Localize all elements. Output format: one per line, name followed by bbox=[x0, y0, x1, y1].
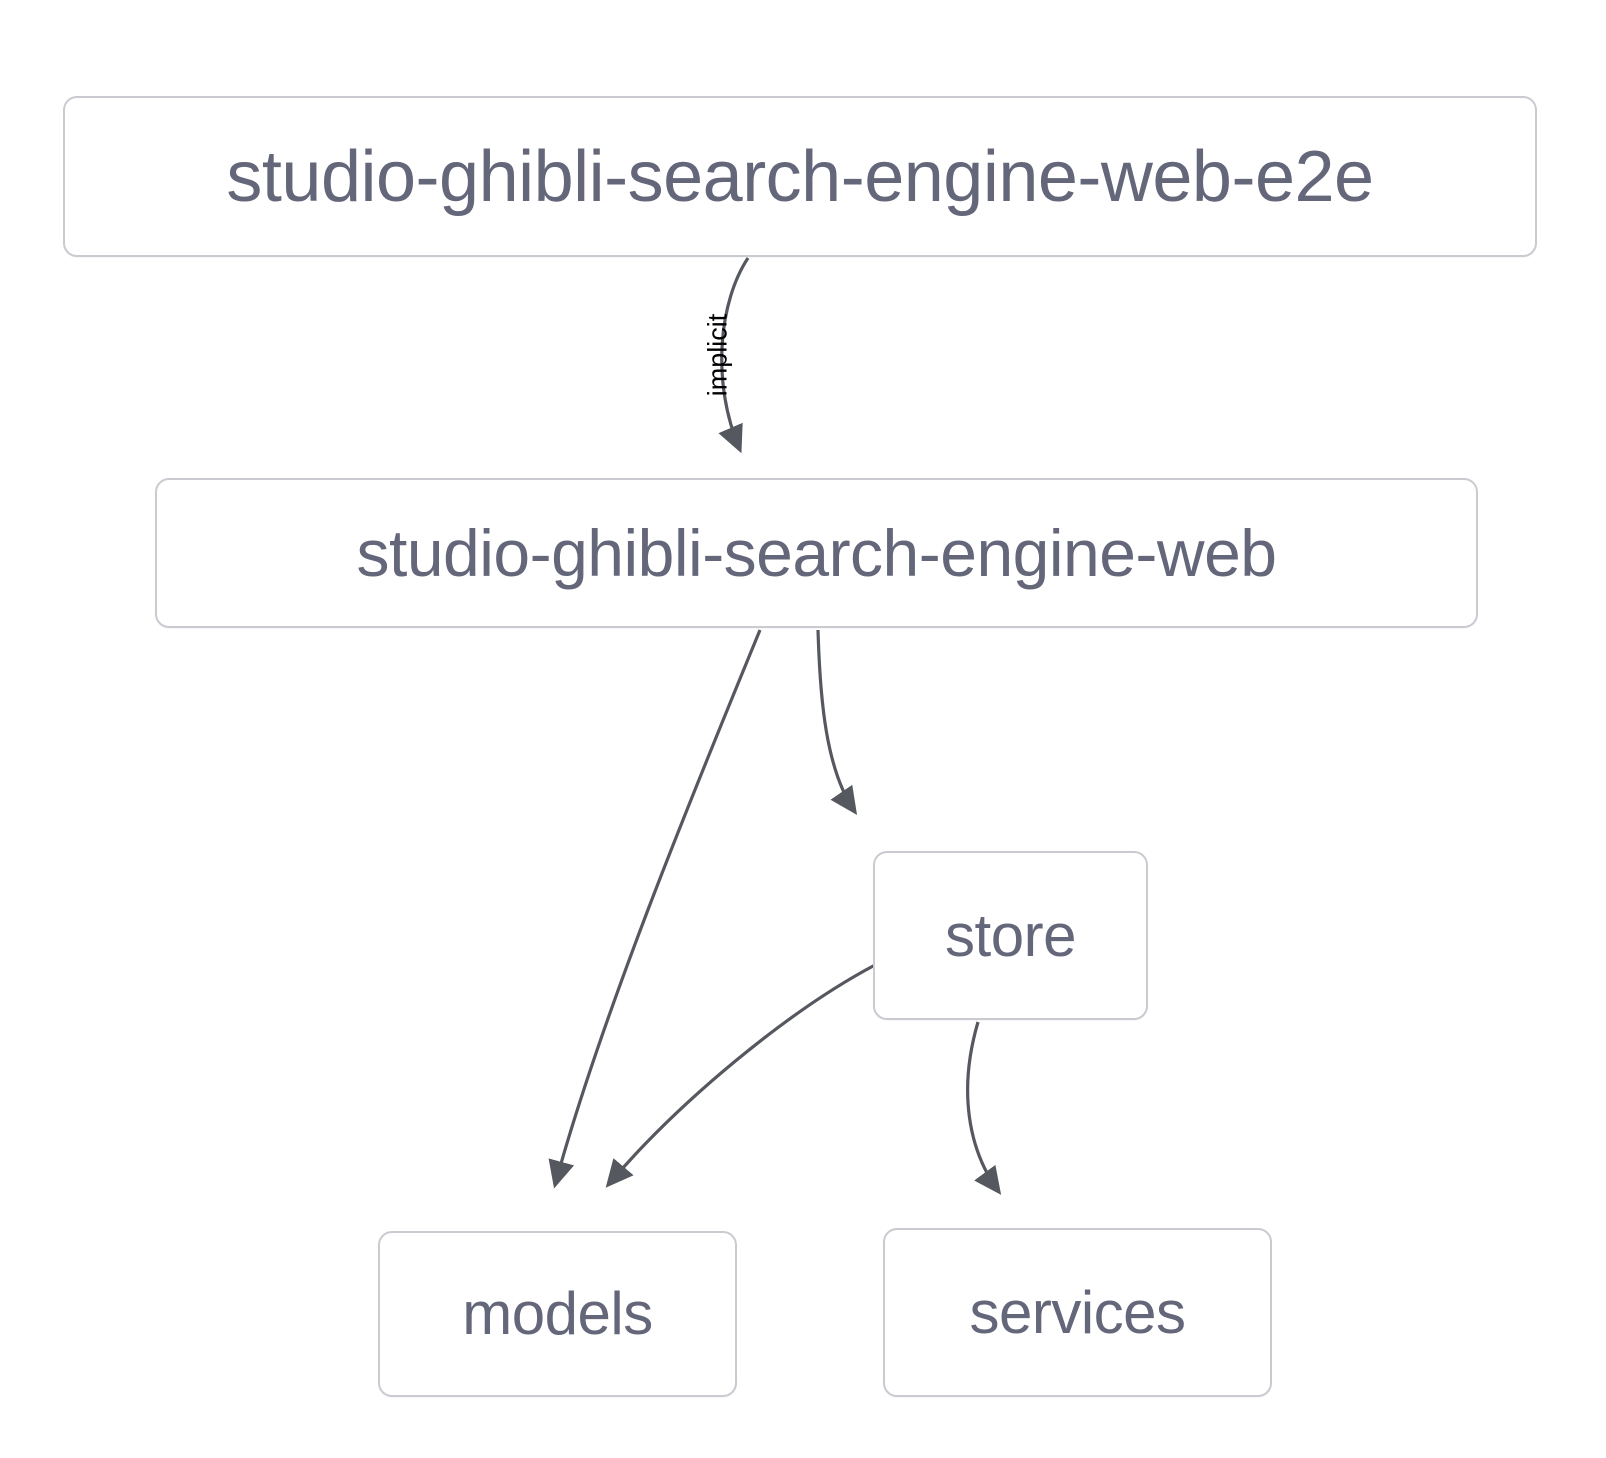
node-label: studio-ghibli-search-engine-web bbox=[356, 516, 1277, 590]
edge-web-to-models bbox=[548, 629, 762, 1189]
node-label: services bbox=[969, 1278, 1186, 1346]
edge-web-e2e-to-web bbox=[718, 257, 750, 454]
node-studio-ghibli-search-engine-web-e2e[interactable]: studio-ghibli-search-engine-web-e2e bbox=[63, 96, 1537, 257]
node-models[interactable]: models bbox=[378, 1231, 737, 1397]
node-studio-ghibli-search-engine-web[interactable]: studio-ghibli-search-engine-web bbox=[155, 478, 1478, 628]
edge-store-to-models bbox=[605, 963, 876, 1188]
node-label: store bbox=[945, 901, 1076, 969]
node-services[interactable]: services bbox=[883, 1228, 1272, 1397]
edge-web-to-store bbox=[816, 629, 858, 815]
node-label: models bbox=[462, 1280, 653, 1347]
edge-label-implicit: implicit bbox=[702, 313, 733, 397]
edge-store-to-services bbox=[966, 1021, 1002, 1195]
node-store[interactable]: store bbox=[873, 851, 1148, 1020]
node-label: studio-ghibli-search-engine-web-e2e bbox=[226, 136, 1374, 217]
